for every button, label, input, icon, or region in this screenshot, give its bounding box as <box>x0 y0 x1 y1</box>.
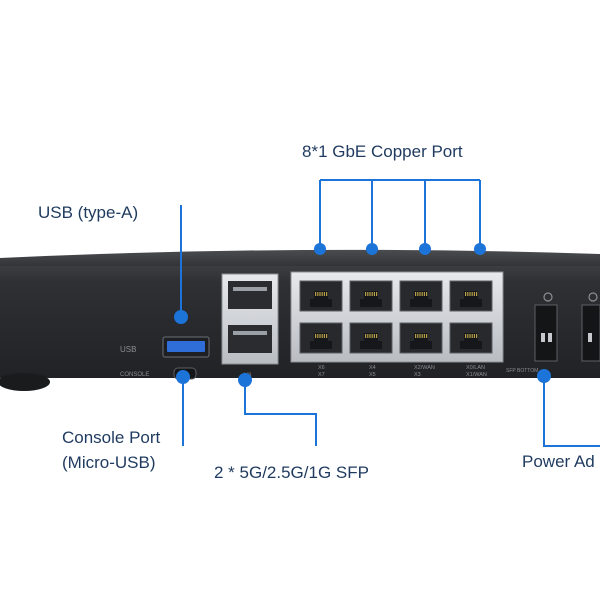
usb-dot <box>174 310 188 324</box>
callout-dots <box>174 243 551 387</box>
sfp-dot <box>238 373 252 387</box>
console-port-label: CONSOLE <box>120 372 149 378</box>
power-icon <box>543 292 553 302</box>
copper-dot-1 <box>314 243 326 255</box>
power-connectors <box>534 292 600 362</box>
copper-label-bottom-4: X1/WAN <box>466 372 487 378</box>
rj45-port-icon <box>449 280 493 312</box>
console-dot <box>176 370 190 384</box>
sfp-callout-line <box>244 380 317 446</box>
rj45-port-icon <box>449 322 493 354</box>
rj45-port-icon <box>299 280 343 312</box>
copper-label-bottom-3: X3 <box>414 372 421 378</box>
rj45-port-icon <box>349 322 393 354</box>
copper-dot-3 <box>419 243 431 255</box>
sfp-cage: X8 <box>221 273 279 379</box>
copper-label-top-1: X6 <box>318 365 325 371</box>
copper-label-top-3: X2/WAN <box>414 365 435 371</box>
rj45-port-icon <box>349 280 393 312</box>
copper-dot-2 <box>366 243 378 255</box>
copper-label-top-4: X0/LAN <box>466 365 485 371</box>
rj45-port-icon <box>299 322 343 354</box>
usb-callout: USB (type-A) <box>38 203 139 222</box>
callout-lines <box>180 179 600 447</box>
copper-callout-bracket <box>319 179 481 248</box>
reset-label: SFP BOTTOM <box>506 368 538 374</box>
copper-label-top-2: X4 <box>369 365 376 371</box>
power-callout: Power Ad <box>522 452 595 471</box>
copper-port-block: X6 X4 X2/WAN X0/LAN X7 X5 X3 X1/WAN SFP … <box>290 271 538 378</box>
copper-port-callout: 8*1 GbE Copper Port <box>302 142 463 161</box>
power-callout-bracket <box>543 376 600 447</box>
copper-label-bottom-1: X7 <box>318 372 325 378</box>
console-callout: Console Port <box>62 428 161 447</box>
console-callout-sub: (Micro-USB) <box>62 453 156 472</box>
sfp-callout: 2 * 5G/2.5G/1G SFP <box>214 463 369 482</box>
rj45-port-icon <box>399 322 443 354</box>
usb-port-label: USB <box>120 345 136 354</box>
copper-label-bottom-2: X5 <box>369 372 376 378</box>
rj45-port-icon <box>399 280 443 312</box>
power-dot <box>537 369 551 383</box>
copper-dot-4 <box>474 243 486 255</box>
